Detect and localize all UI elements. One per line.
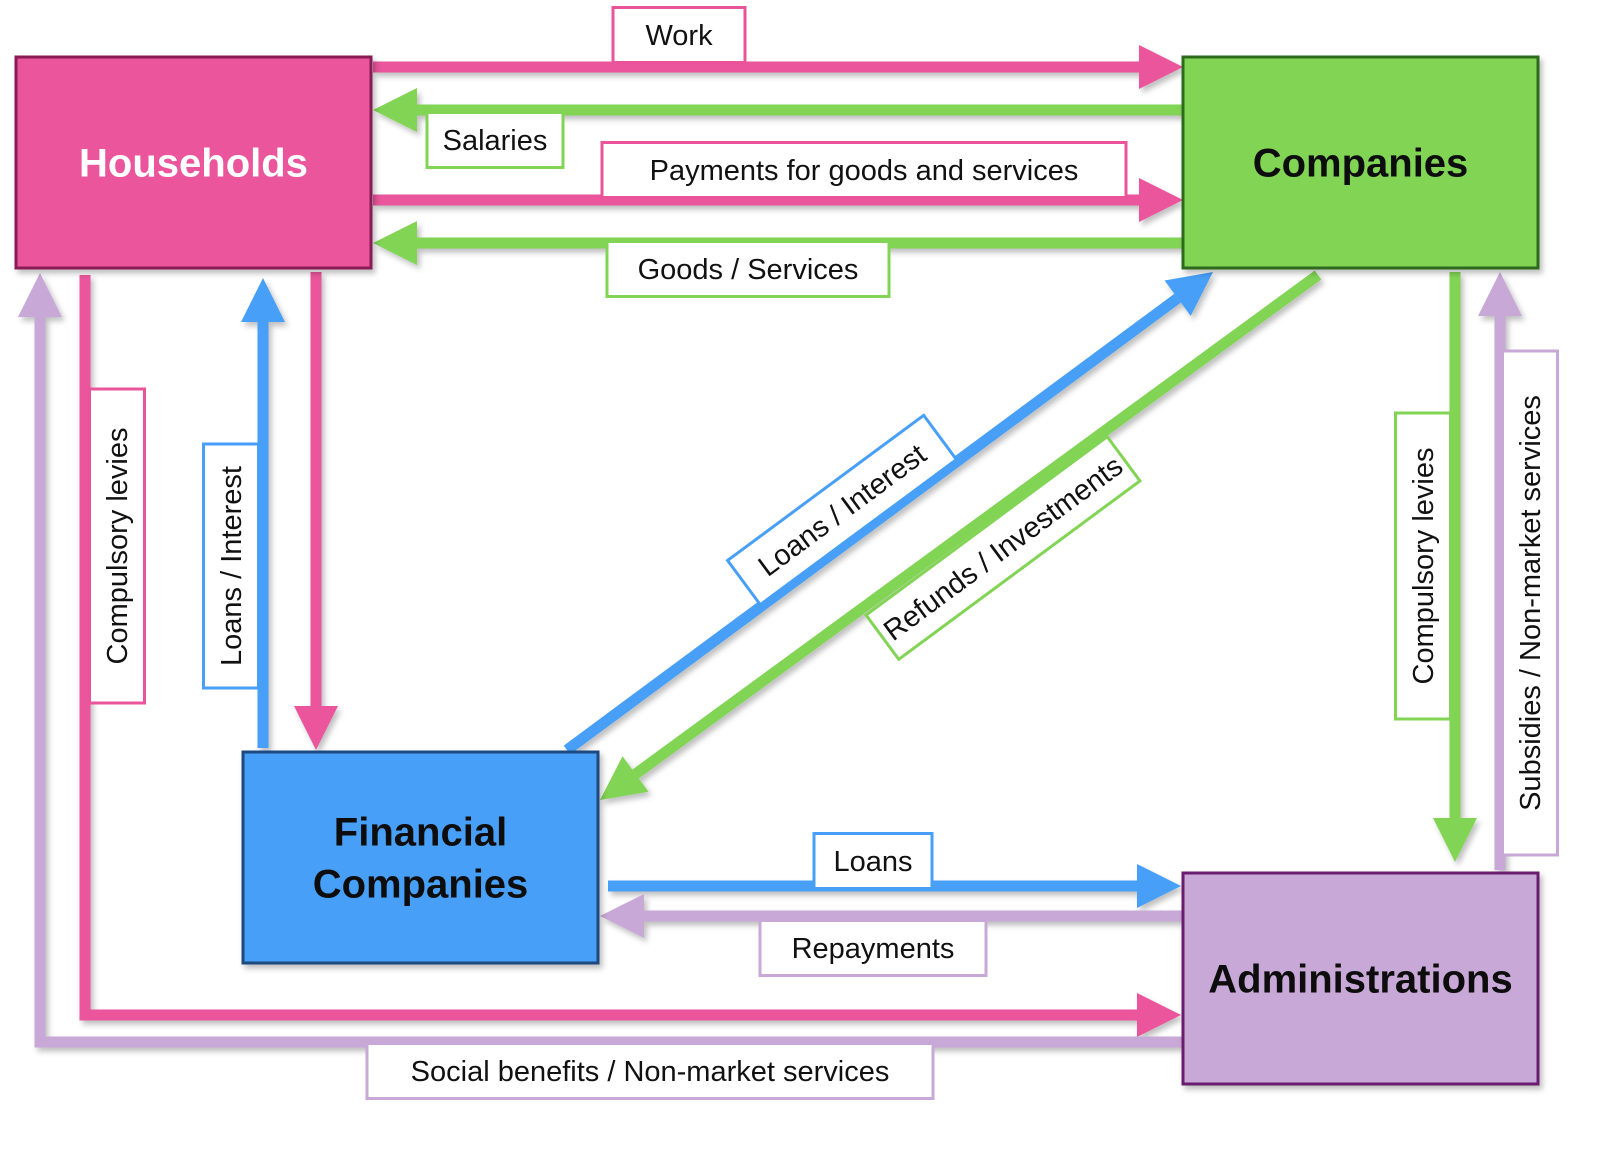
label-text: Compulsory levies (102, 428, 134, 665)
label-box (863, 434, 1143, 662)
node-title: Financial (334, 811, 507, 855)
label-text: Loans (833, 846, 912, 878)
edge-work (373, 45, 1183, 89)
node-companies[interactable]: Companies (1181, 55, 1540, 270)
arrowhead-icon (1433, 818, 1477, 862)
label-box (611, 6, 747, 64)
node-box (1181, 55, 1540, 270)
arrowhead-icon (1139, 45, 1183, 89)
label-box (425, 111, 565, 169)
edge-payments (373, 178, 1183, 222)
arrowhead-icon (241, 278, 285, 322)
label-box (365, 1042, 935, 1100)
edge-line (563, 293, 1181, 755)
node-title: Companies (1253, 142, 1469, 186)
node-box (14, 55, 373, 270)
arrowhead-icon (294, 706, 338, 750)
label-box (758, 919, 988, 977)
label-box (725, 413, 959, 607)
node-title: Administrations (1208, 958, 1512, 1002)
arrowhead-icon (600, 756, 649, 800)
edge-label-adm-loans: Loans (812, 832, 934, 890)
label-text: Repayments (792, 933, 955, 965)
label-text: Goods / Services (638, 254, 859, 286)
edge-line (632, 270, 1322, 779)
label-text: Compulsory levies (1408, 448, 1440, 685)
arrowhead-icon (1139, 178, 1183, 222)
label-box (1394, 411, 1452, 721)
edge-salaries (373, 88, 1183, 132)
label-text: Subsidies / Non-market services (1515, 395, 1547, 811)
label-text: Loans / Interest (216, 466, 248, 666)
arrowhead-icon (1137, 864, 1181, 908)
edge-label-co-levies: Compulsory levies (1394, 411, 1452, 721)
arrowhead-icon (373, 88, 417, 132)
label-box (1501, 349, 1559, 857)
edge-hh-loans (241, 278, 285, 748)
arrowhead-icon (1137, 993, 1181, 1037)
edge-repayments (600, 894, 1183, 938)
edge-co-loans (563, 272, 1213, 755)
node-administrations[interactable]: Administrations (1181, 871, 1540, 1086)
arrowhead-icon (600, 894, 644, 938)
arrowhead-icon (1164, 272, 1213, 316)
edge-hh-savings (294, 272, 338, 750)
label-box (605, 240, 891, 298)
edge-co-levies (1433, 272, 1477, 862)
arrowhead-icon (373, 221, 417, 265)
edge-label-subsidies: Subsidies / Non-market services (1501, 349, 1559, 857)
edge-label-payments: Payments for goods and services (600, 141, 1128, 199)
label-text: Salaries (443, 125, 548, 157)
edge-label-hh-levies: Compulsory levies (88, 387, 146, 705)
node-title: Households (79, 142, 308, 186)
edge-label-social: Social benefits / Non-market services (365, 1042, 935, 1100)
label-box (88, 387, 146, 705)
label-box (202, 442, 260, 690)
edge-label-salaries: Salaries (425, 111, 565, 169)
edge-social (18, 273, 1183, 1048)
edge-label-goods: Goods / Services (605, 240, 891, 298)
label-text: Work (645, 20, 713, 52)
edge-refunds (600, 270, 1322, 800)
arrowhead-icon (18, 273, 62, 317)
label-box (600, 141, 1128, 199)
label-text: Social benefits / Non-market services (411, 1056, 890, 1088)
edge-line (79, 275, 1137, 1021)
node-households[interactable]: Households (14, 55, 373, 270)
arrowhead-icon (1478, 272, 1522, 316)
label-text: Loans / Interest (753, 438, 933, 583)
node-box (1181, 871, 1540, 1086)
node-box (241, 750, 600, 965)
label-text: Payments for goods and services (650, 155, 1079, 187)
edge-label-repayments: Repayments (758, 919, 988, 977)
edge-hh-levies (79, 275, 1181, 1037)
label-box (812, 832, 934, 890)
node-title: Companies (313, 863, 529, 907)
edge-label-hh-loans: Loans / Interest (202, 442, 260, 690)
edge-subsidies (1478, 272, 1522, 870)
edge-label-work: Work (611, 6, 747, 64)
